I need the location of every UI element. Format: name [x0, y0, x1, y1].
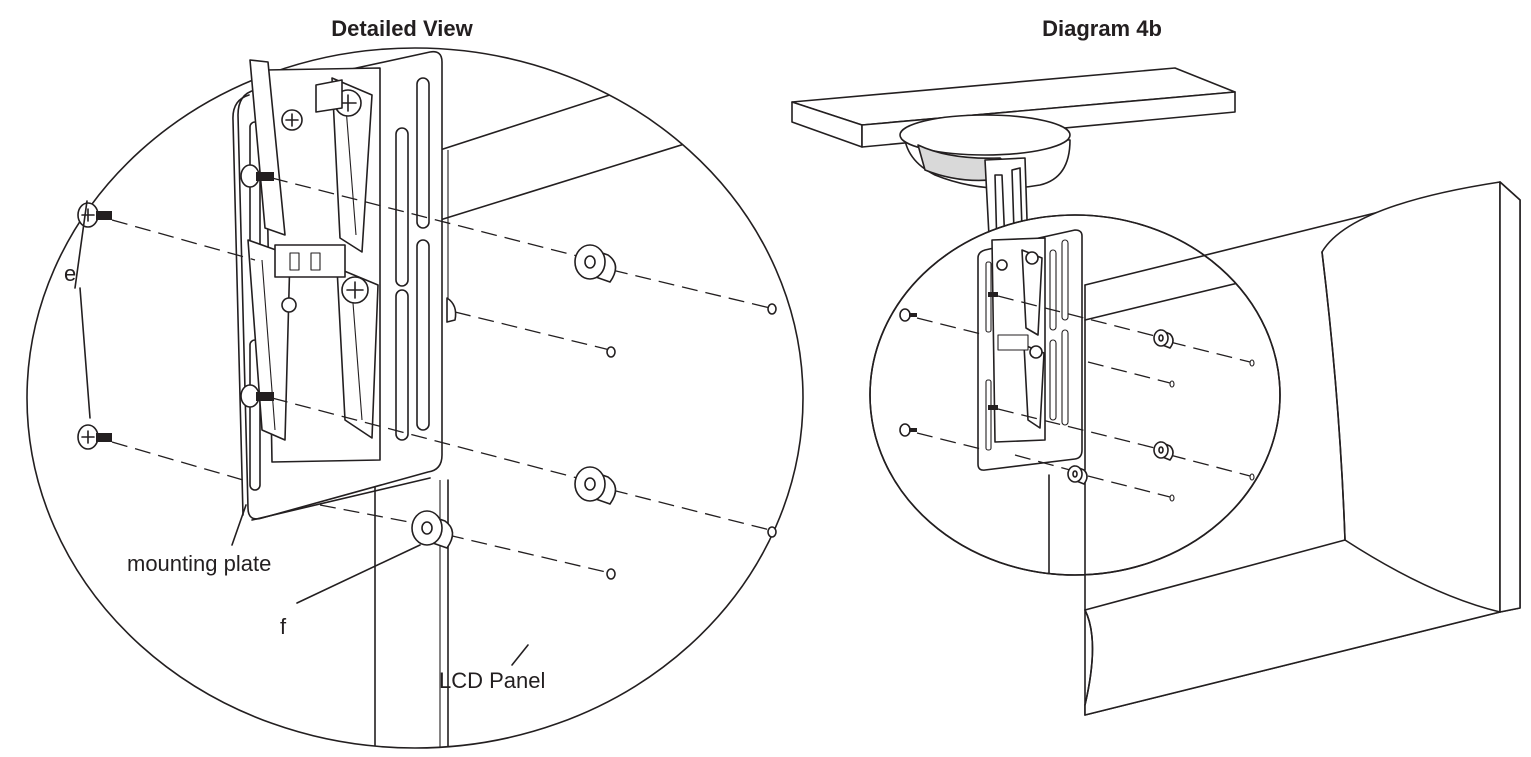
panel-hole	[606, 346, 616, 358]
leader-e-lower	[79, 287, 91, 419]
callout-mounting-plate: mounting plate	[127, 551, 271, 576]
hidden-spacer-stub	[446, 297, 457, 323]
callout-f: f	[280, 614, 287, 639]
diagram-title: Diagram 4b	[1042, 16, 1162, 41]
leader-lcd-panel	[511, 644, 529, 666]
bracket-assembly	[247, 59, 381, 463]
bracket-bolt-upper	[240, 164, 274, 188]
panel-hole	[767, 526, 777, 538]
screw-e-lower	[77, 424, 112, 450]
callout-e: e	[64, 261, 76, 286]
spacer-upper	[574, 244, 617, 283]
small-magnifier-outline	[869, 214, 1281, 576]
magnifier-circle	[26, 47, 804, 749]
spacer-f	[411, 510, 454, 549]
alignment-lines	[111, 177, 771, 574]
leader-f	[296, 544, 421, 604]
panel-hole	[767, 303, 777, 315]
detailed-view: e mounting plate f LCD Panel	[26, 47, 804, 749]
leader-mounting-plate	[231, 504, 247, 546]
screw-e-upper	[77, 202, 112, 228]
panel-hole	[606, 568, 616, 580]
callout-lcd-panel: LCD Panel	[439, 668, 545, 693]
detailed-view-title: Detailed View	[331, 16, 473, 41]
small-magnifier-content	[899, 229, 1280, 575]
ceiling-plate	[899, 114, 1071, 190]
spacer-lower	[574, 466, 617, 505]
overview-diagram	[791, 67, 1521, 716]
bracket-bolt-lower	[240, 384, 274, 408]
leader-e-upper	[74, 200, 88, 289]
